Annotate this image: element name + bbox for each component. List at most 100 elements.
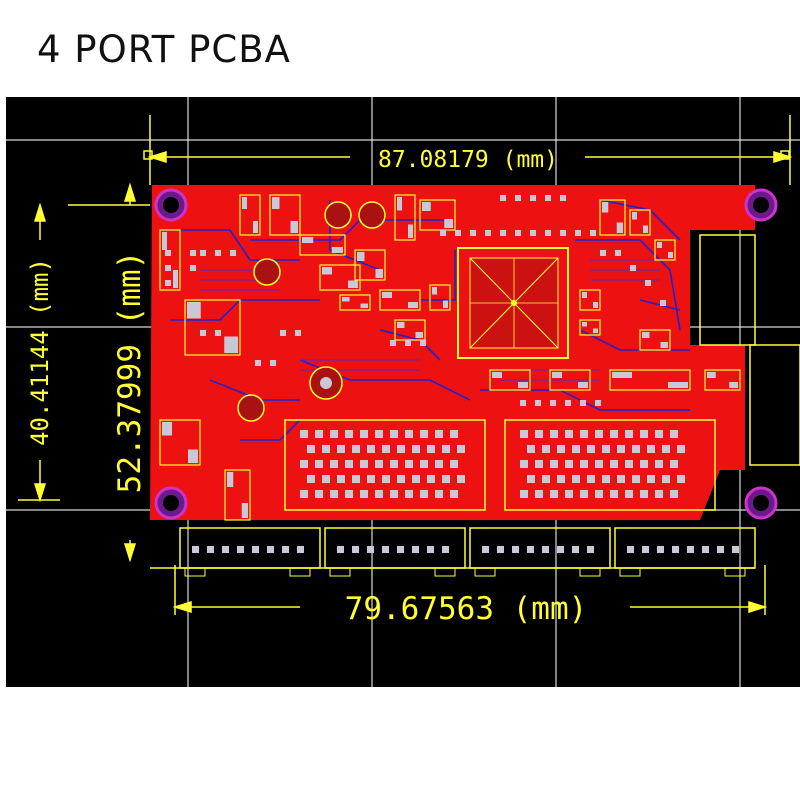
pad <box>390 340 396 346</box>
connector-pad <box>632 445 640 453</box>
connector-pad <box>375 430 383 438</box>
connector-pad <box>662 475 670 483</box>
rj45-pin <box>222 546 229 553</box>
connector-pad <box>390 430 398 438</box>
pad <box>660 300 666 306</box>
connector-pad <box>670 460 678 468</box>
rj45-pin <box>717 546 724 553</box>
connector-pad <box>580 430 588 438</box>
connector-pads <box>300 430 685 498</box>
smd-components <box>159 194 741 521</box>
connector-pad <box>520 460 528 468</box>
pad <box>518 382 528 388</box>
component-outline <box>599 199 626 236</box>
pad <box>173 270 178 288</box>
pad <box>582 322 587 327</box>
component-outline <box>159 419 201 466</box>
pad <box>348 280 358 288</box>
rj45-pin <box>587 546 594 553</box>
component-outline <box>429 284 451 311</box>
dimension-top-label: 87.08179 (mm) <box>378 147 558 173</box>
crystal-component <box>309 366 343 400</box>
connector-pad <box>542 445 550 453</box>
connector-pad <box>315 490 323 498</box>
pad <box>270 360 276 366</box>
pad <box>162 232 167 250</box>
pad <box>224 336 238 353</box>
pad <box>600 250 606 256</box>
pad <box>515 195 521 201</box>
pad <box>615 250 621 256</box>
connector-pad <box>655 490 663 498</box>
pad <box>382 292 392 298</box>
dimension-top <box>143 115 793 185</box>
connector-pad <box>405 430 413 438</box>
pad <box>530 195 536 201</box>
component-outline <box>239 194 261 236</box>
pad <box>582 292 587 298</box>
pad <box>165 280 171 286</box>
dimension-left-outer <box>18 202 60 503</box>
pad <box>215 330 221 336</box>
connector-pad <box>420 460 428 468</box>
connector-pad <box>647 445 655 453</box>
chip-icon <box>457 247 569 359</box>
connector-pad <box>625 490 633 498</box>
pad <box>322 267 332 275</box>
rj45-pin <box>282 546 289 553</box>
connector-pad <box>382 475 390 483</box>
pad <box>165 250 171 256</box>
pad <box>422 202 431 211</box>
connector-pad <box>662 445 670 453</box>
pad <box>729 382 738 388</box>
connector-pad <box>337 445 345 453</box>
connector-pad <box>457 475 465 483</box>
pad <box>241 503 248 518</box>
pad <box>520 400 526 406</box>
pad <box>642 332 650 338</box>
component-outline <box>379 289 421 311</box>
connector-pad <box>315 460 323 468</box>
connector-pad <box>610 490 618 498</box>
pad <box>580 400 586 406</box>
dimension-left-outer-label: 40.41144 (mm) <box>26 258 54 446</box>
rj45-pin <box>527 546 534 553</box>
pad <box>545 195 551 201</box>
connector-pad <box>520 430 528 438</box>
connector-pad <box>442 475 450 483</box>
connector-pad <box>595 430 603 438</box>
connector-pad <box>450 490 458 498</box>
rj45-pin <box>542 546 549 553</box>
connector-pad <box>617 475 625 483</box>
rj45-pin <box>657 546 664 553</box>
component-outline <box>549 369 591 391</box>
connector-pad <box>565 490 573 498</box>
connector-pad <box>367 475 375 483</box>
component-outline <box>184 299 241 356</box>
connector-pad <box>550 430 558 438</box>
connector-pad <box>572 475 580 483</box>
connector-pad <box>435 430 443 438</box>
rj45-pin <box>352 546 359 553</box>
rj45-pin <box>397 546 404 553</box>
connector-pad <box>420 430 428 438</box>
pad <box>190 250 196 256</box>
pad <box>590 230 596 236</box>
connector-pad <box>427 475 435 483</box>
connector-pad <box>450 460 458 468</box>
pad <box>545 230 551 236</box>
connector-pad <box>572 445 580 453</box>
component-outline <box>704 369 741 391</box>
pad <box>560 230 566 236</box>
connector-pad <box>625 430 633 438</box>
page-title: 4 PORT PCBA <box>37 28 291 71</box>
pad <box>535 400 541 406</box>
pad <box>295 330 301 336</box>
rj45-pin <box>557 546 564 553</box>
connector-pad <box>420 490 428 498</box>
pad <box>342 297 350 302</box>
connector-pad <box>565 460 573 468</box>
connector-pad <box>457 445 465 453</box>
pad <box>560 195 566 201</box>
